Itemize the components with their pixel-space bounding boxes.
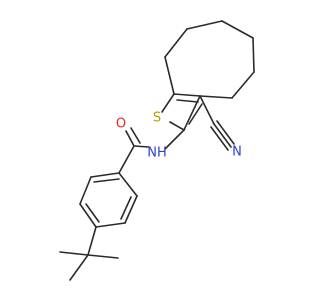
oxygen-atom-label: O (116, 117, 126, 132)
nitrile-nitrogen-label: N (232, 145, 242, 160)
benzene-ring (79, 145, 138, 228)
molecule-structure-diagram: S O NH N (59, 20, 255, 281)
amide-linkage (125, 127, 185, 150)
amide-nitrogen-label: NH (147, 146, 167, 161)
sulfur-atom-label: S (153, 111, 161, 126)
thiophene-ring (161, 93, 203, 131)
tert-butyl-group (59, 226, 119, 281)
cyclooctane-ring (164, 20, 255, 99)
nitrile-group (199, 95, 235, 151)
